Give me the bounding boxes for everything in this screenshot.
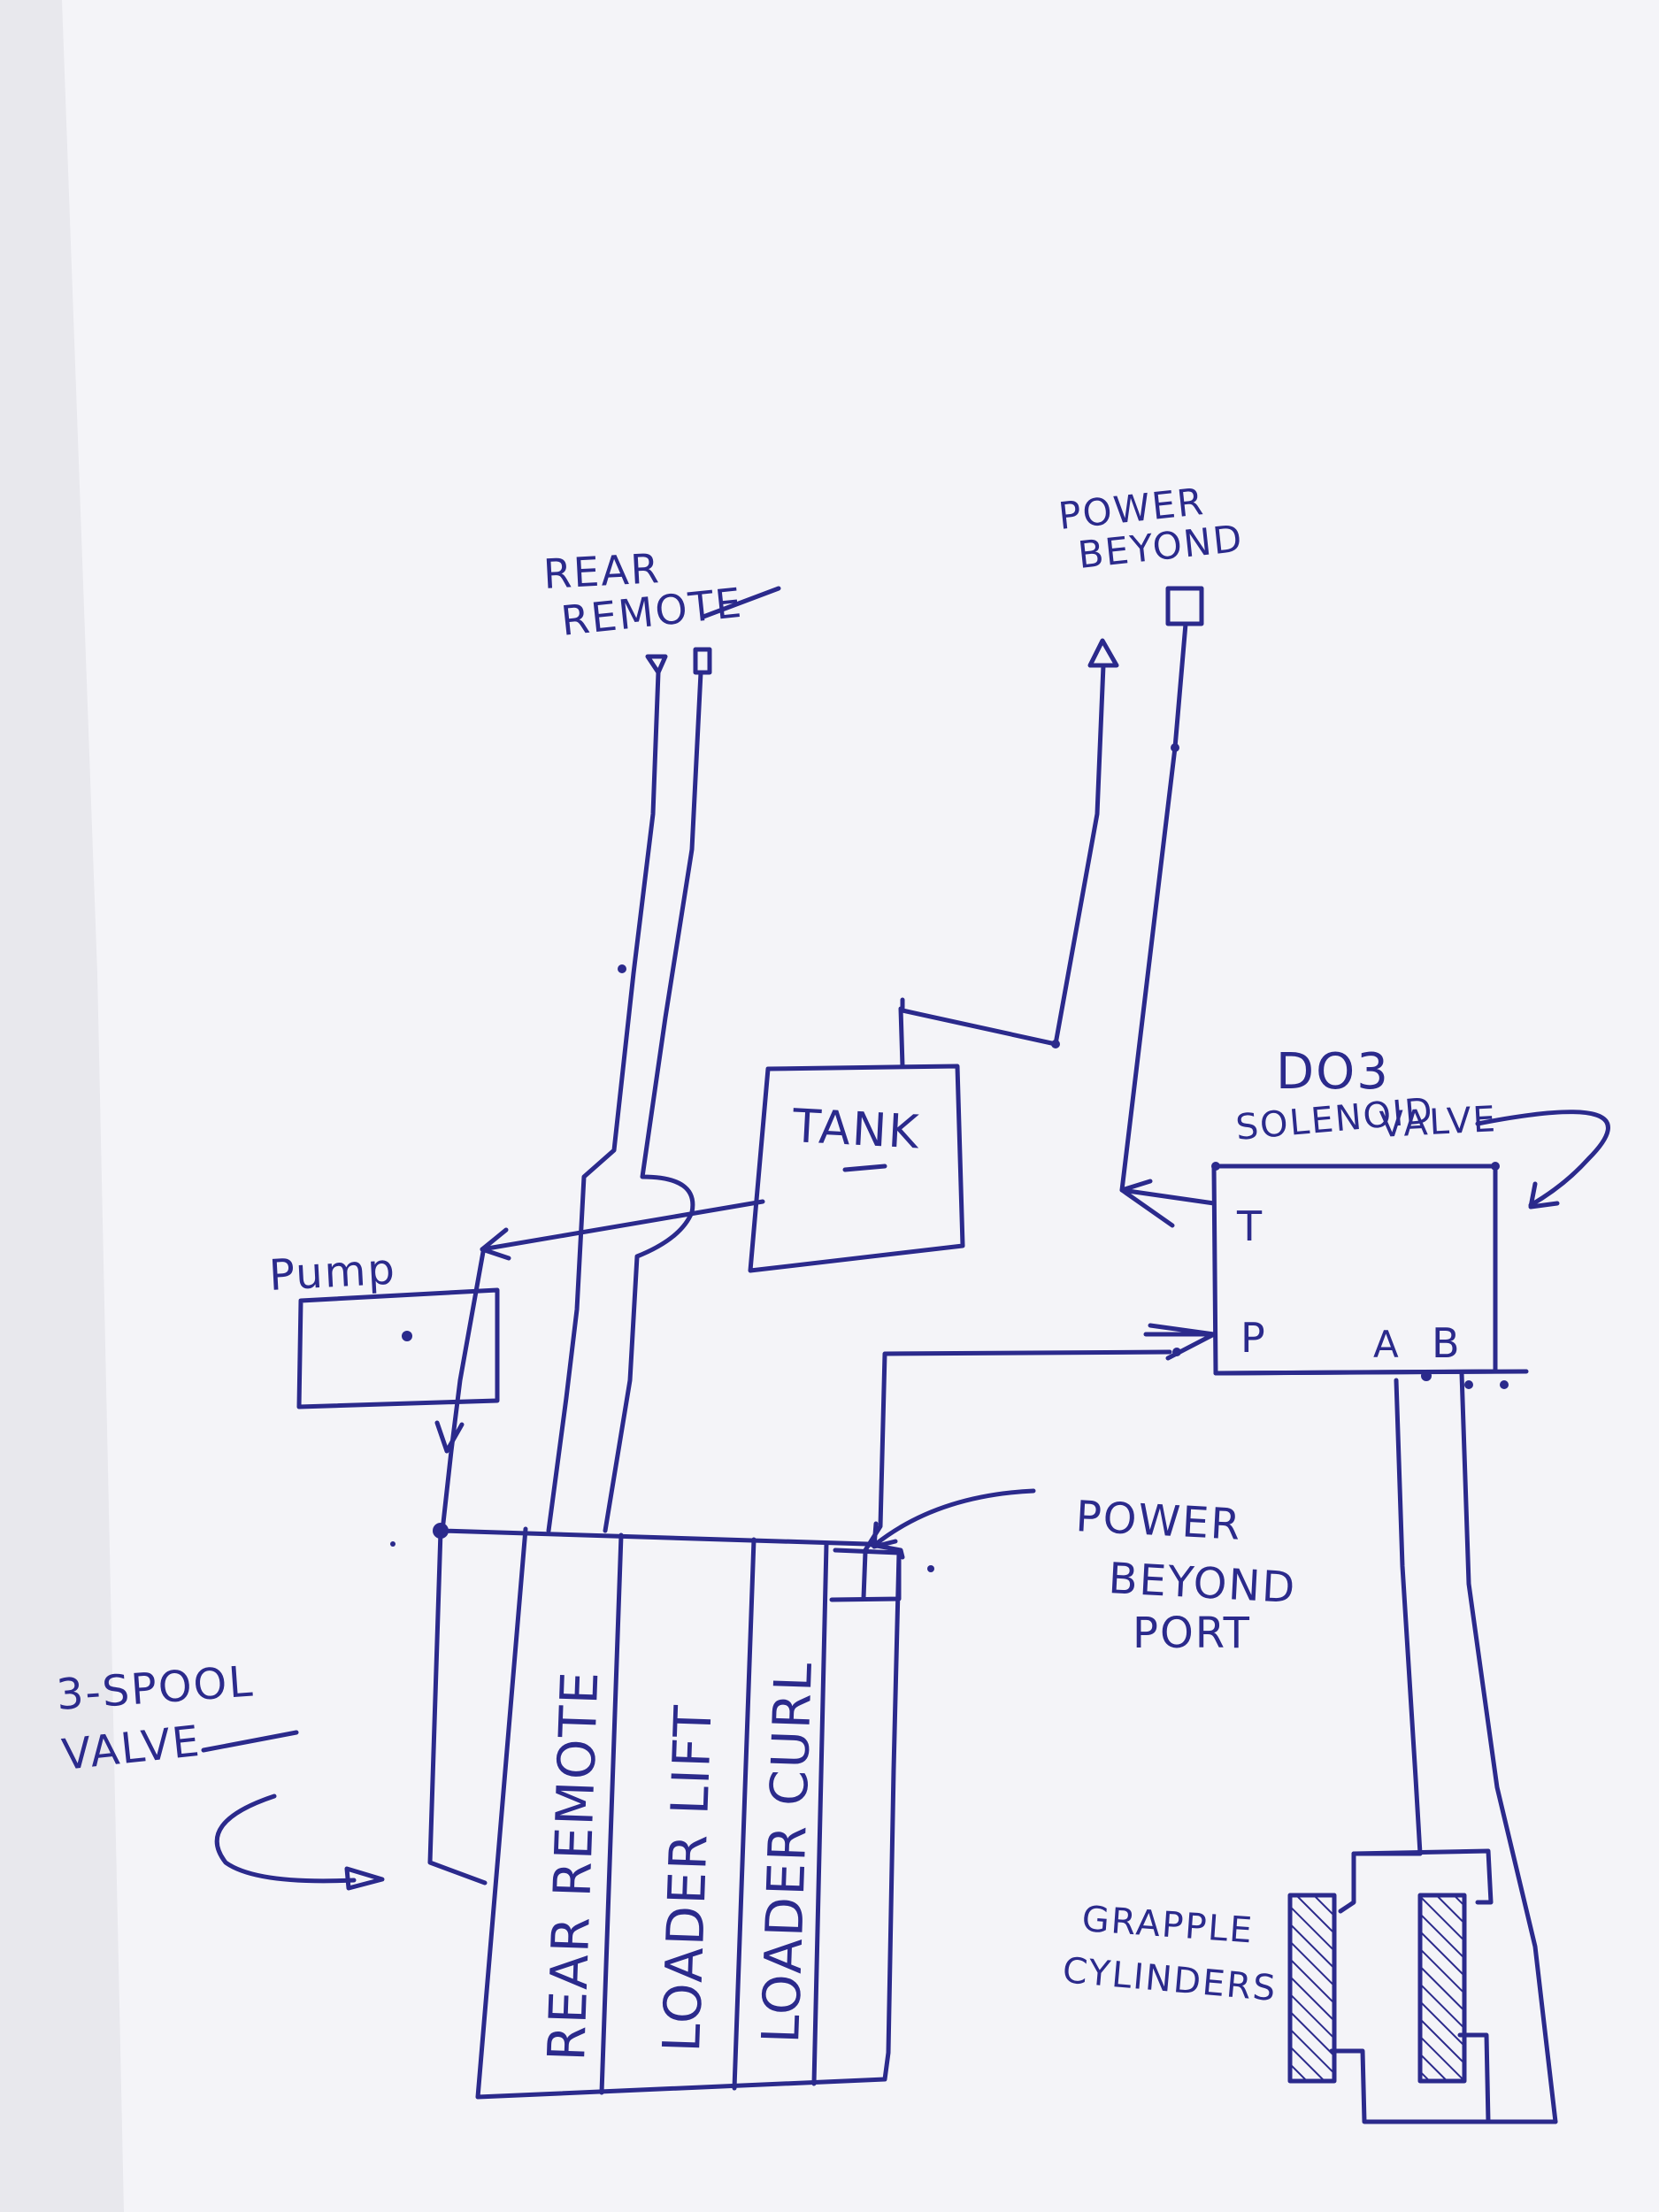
line-joint bbox=[1172, 1348, 1181, 1356]
port-t-label: T bbox=[1236, 1202, 1263, 1250]
spool-label-loader-curl: LOADER CURL bbox=[750, 1660, 824, 2044]
do3-label: DO3 bbox=[1276, 1043, 1390, 1101]
line-joint bbox=[1171, 743, 1179, 752]
pump-discharge-line bbox=[440, 1249, 486, 1533]
power-beyond-port-divider bbox=[861, 1549, 868, 1601]
spool-valve-pointer-head bbox=[344, 1866, 385, 1891]
pump-inlet-arrow bbox=[480, 1227, 511, 1261]
port-b-line bbox=[1459, 1371, 1558, 2124]
spool-divider-3 bbox=[811, 1541, 829, 2086]
paper-edge-shadow bbox=[0, 0, 124, 2212]
power-beyond-to-p-line bbox=[863, 1349, 1172, 1553]
pump-box bbox=[296, 1287, 500, 1409]
rear-remote-underline bbox=[701, 586, 781, 619]
port-a-line bbox=[1394, 1378, 1423, 1856]
grapple-manifold-top bbox=[1351, 1848, 1494, 1905]
tank-underline bbox=[842, 1164, 887, 1172]
port-b-joint bbox=[1421, 1371, 1432, 1381]
port-b-label: B bbox=[1432, 1319, 1462, 1367]
corner-dot bbox=[1211, 1162, 1220, 1171]
pump-center-dot bbox=[402, 1331, 412, 1341]
pb-port-label-line3: PORT bbox=[1133, 1609, 1251, 1658]
power-beyond-line-right bbox=[1119, 621, 1217, 1206]
spool-label-rear-remote: REAR REMOTE bbox=[536, 1669, 610, 2062]
grapple-cylinder-right bbox=[1420, 1895, 1464, 2081]
tank-to-pump-line bbox=[480, 1199, 765, 1252]
valve-outer-body bbox=[475, 1526, 902, 2100]
do3-pointer bbox=[1475, 1110, 1610, 1208]
stray-dot bbox=[927, 1565, 934, 1572]
pb-port-label-line2: BEYOND bbox=[1107, 1554, 1297, 1613]
corner-dot bbox=[1491, 1162, 1500, 1171]
hose-joint bbox=[618, 964, 626, 973]
rear-remote-hose-left bbox=[546, 670, 661, 1533]
grapple-bottom-return bbox=[1329, 2032, 1558, 2124]
valve-top-edge bbox=[438, 1528, 905, 1560]
spool-valve-pointer bbox=[214, 1793, 357, 1884]
grapple-cylinder-left-outline bbox=[1287, 1893, 1337, 2084]
rear-remote-label-line1: REAR bbox=[542, 544, 662, 598]
pb-port-label-line1: POWER bbox=[1074, 1492, 1243, 1550]
tank-riser bbox=[898, 1006, 905, 1069]
grapple-cylinder-right-outline bbox=[1417, 1893, 1467, 2084]
valve-left-bypass bbox=[427, 1528, 488, 1886]
pump-discharge-arrow bbox=[434, 1420, 465, 1454]
t-port-arrow bbox=[1119, 1179, 1175, 1228]
port-a-label: A bbox=[1373, 1323, 1401, 1366]
do3-base-extension bbox=[1213, 1369, 1529, 1376]
power-beyond-port-pointer bbox=[873, 1488, 1036, 1547]
do3-pointer-head bbox=[1528, 1181, 1560, 1210]
corner-dot bbox=[1500, 1380, 1509, 1389]
spool-divider-1 bbox=[599, 1532, 624, 2095]
port-b-joint bbox=[1464, 1380, 1473, 1389]
line-joint bbox=[1051, 1040, 1060, 1048]
tank-label: TANK bbox=[790, 1100, 921, 1160]
pump-label: Pump bbox=[268, 1245, 397, 1301]
grapple-cylinder-left bbox=[1290, 1895, 1334, 2081]
spool-divider-2 bbox=[732, 1537, 757, 2091]
spool-valve-underline bbox=[201, 1730, 299, 1753]
spool-label-loader-lift: LOADER LIFT bbox=[651, 1703, 724, 2054]
stray-dot bbox=[390, 1541, 396, 1547]
port-p-label: P bbox=[1240, 1314, 1267, 1362]
